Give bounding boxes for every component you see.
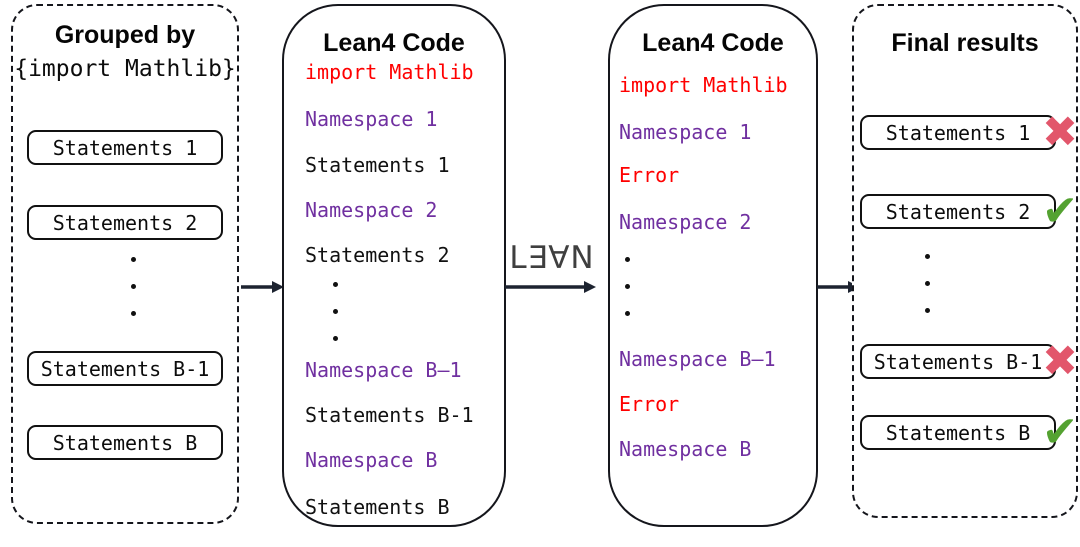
code-line: Statements 2: [305, 243, 450, 267]
result-box: Statements 2 ✔: [860, 190, 1078, 233]
code-line: Statements 1: [305, 153, 450, 177]
lean-logo: L∃∀N: [509, 240, 595, 276]
code-line: Namespace B–1: [619, 347, 776, 371]
flow-arrow-icon: [505, 281, 596, 293]
panel-subtitle: {import Mathlib}: [14, 56, 236, 82]
code-line: Namespace B: [619, 437, 752, 461]
code-line: Namespace B–1: [305, 358, 462, 382]
code-line: Namespace B: [305, 448, 438, 472]
fail-x-icon: ✖: [1041, 107, 1078, 157]
panel-title: Lean4 Code: [323, 29, 465, 57]
result-box: Statements B-1 ✖: [860, 340, 1078, 383]
pass-check-icon: ✔: [1041, 407, 1078, 457]
vertical-ellipsis: [925, 254, 930, 313]
code-line: Namespace 2: [619, 210, 752, 234]
panel-title: Lean4 Code: [642, 29, 784, 57]
vertical-ellipsis: [333, 282, 338, 341]
statement-box: Statements 2: [27, 205, 223, 240]
panel-title: Grouped by: [54, 21, 196, 49]
vertical-ellipsis: [625, 257, 630, 316]
code-line: Error: [619, 392, 680, 416]
result-label: Statements B: [885, 420, 1031, 445]
result-box: Statements 1 ✖: [860, 111, 1078, 154]
code-line: Namespace 2: [305, 198, 438, 222]
pass-check-icon: ✔: [1041, 186, 1078, 236]
code-line: Namespace 1: [305, 107, 438, 131]
code-line: import Mathlib: [305, 60, 474, 84]
code-line: Namespace 1: [619, 120, 752, 144]
code-line: Statements B-1: [305, 403, 474, 427]
flow-arrow-icon: [241, 281, 284, 293]
statement-box: Statements 1: [27, 130, 223, 165]
statement-box: Statements B-1: [27, 351, 223, 386]
code-line: import Mathlib: [619, 73, 788, 97]
statement-box: Statements B: [27, 425, 223, 460]
code-line: Error: [619, 163, 680, 187]
panel-grouped: Grouped by {import Mathlib} Statements 1…: [11, 4, 239, 524]
panel-lean-code-output: Lean4 Code import Mathlib Namespace 1 Er…: [608, 4, 818, 527]
result-label: Statements 1: [885, 120, 1031, 145]
panel-title: Final results: [891, 29, 1039, 57]
result-label: Statements B-1: [873, 349, 1043, 374]
panel-final-results: Final results Statements 1 ✖ Statements …: [852, 4, 1078, 518]
result-box: Statements B ✔: [860, 411, 1078, 454]
code-line: Statements B: [305, 495, 450, 519]
vertical-ellipsis: [131, 257, 136, 316]
panel-lean-code-input: Lean4 Code import Mathlib Namespace 1 St…: [282, 4, 506, 527]
result-label: Statements 2: [885, 199, 1031, 224]
fail-x-icon: ✖: [1041, 336, 1078, 386]
